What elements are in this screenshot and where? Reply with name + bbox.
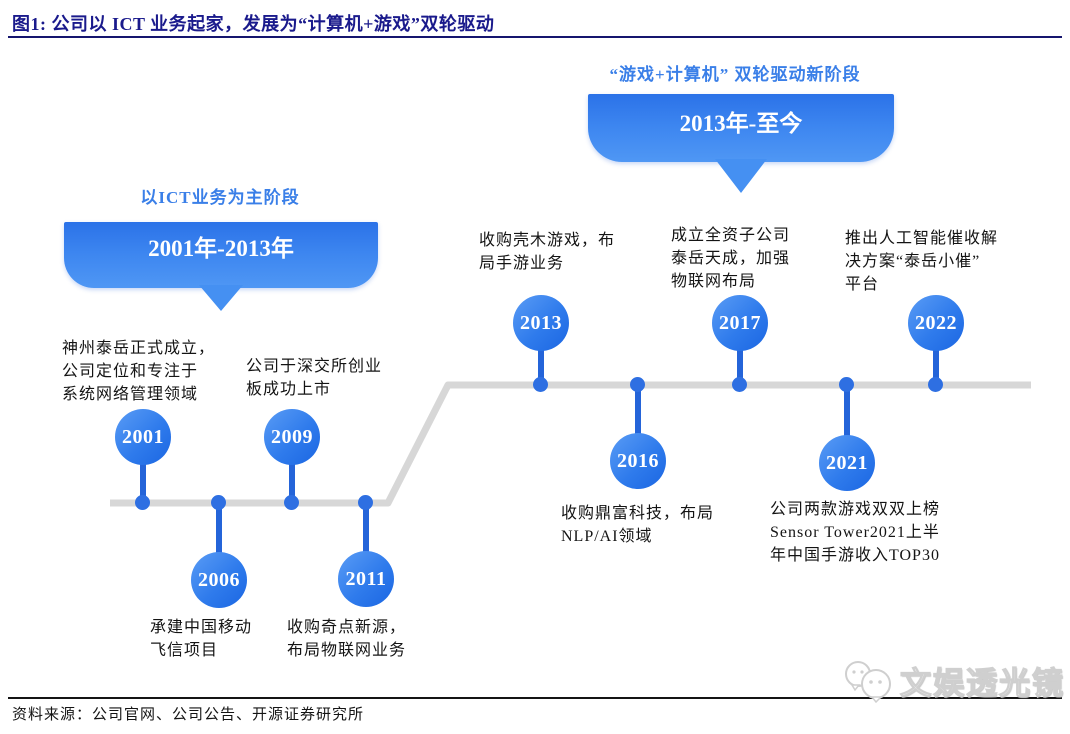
year-label: 2016 xyxy=(617,449,659,472)
wechat-bubbles-icon xyxy=(845,660,891,703)
event-desc-2001: 神州泰岳正式成立， 公司定位和专注于 系统网络管理领域 xyxy=(62,340,216,403)
event-desc-2021: 公司两款游戏双双上榜 Sensor Tower2021上半 年中国手游收入TOP… xyxy=(770,501,941,564)
event-desc-2022: 推出人工智能催收解 决方案“泰岳小催” 平台 xyxy=(845,230,999,293)
year-label: 2021 xyxy=(826,451,868,474)
node-stem xyxy=(289,450,295,505)
track-dot-2022 xyxy=(928,377,943,392)
node-stem xyxy=(933,336,939,386)
phase2-range: 2013年-至今 xyxy=(679,111,803,136)
phase1-label: 以ICT业务为主阶段 xyxy=(140,188,300,207)
node-stem xyxy=(538,336,544,386)
year-node-2013: 2013 xyxy=(513,295,569,351)
banner-tail xyxy=(199,285,243,311)
event-desc-2016: 收购鼎富科技，布局 NLP/AI领域 xyxy=(561,505,715,545)
phase1-banner: 2001年-2013年 xyxy=(64,222,378,311)
event-desc-2013: 收购壳木游戏，布 局手游业务 xyxy=(479,232,616,272)
year-node-2006: 2006 xyxy=(191,552,247,608)
track-dot-2021 xyxy=(839,377,854,392)
event-desc-2017: 成立全资子公司 泰岳天成，加强 物联网布局 xyxy=(671,227,791,290)
phase2-banner: 2013年-至今 xyxy=(588,94,894,193)
event-desc-2011: 收购奇点新源， 布局物联网业务 xyxy=(287,619,407,659)
track-dot-2016 xyxy=(630,377,645,392)
node-stem xyxy=(216,503,222,558)
track-dot-2017 xyxy=(732,377,747,392)
phase2-label: “游戏+计算机” 双轮驱动新阶段 xyxy=(609,65,861,84)
event-desc-2009: 公司于深交所创业 板成功上市 xyxy=(246,358,383,398)
track-dot-2009 xyxy=(284,495,299,510)
node-stem xyxy=(737,336,743,386)
year-node-2001: 2001 xyxy=(115,409,171,465)
year-label: 2022 xyxy=(915,311,957,334)
year-node-2011: 2011 xyxy=(338,551,394,607)
node-stem xyxy=(363,503,369,557)
track-dot-2013 xyxy=(533,377,548,392)
node-stem xyxy=(844,385,850,439)
year-node-2017: 2017 xyxy=(712,295,768,351)
node-stem xyxy=(140,450,146,505)
node-stem xyxy=(635,385,641,437)
year-label: 2013 xyxy=(520,311,562,334)
track-dot-2001 xyxy=(135,495,150,510)
track-dot-2011 xyxy=(358,495,373,510)
figure-title: 图1: 公司以 ICT 业务起家，发展为“计算机+游戏”双轮驱动 xyxy=(12,14,495,34)
phase1-range: 2001年-2013年 xyxy=(148,236,294,261)
track-dot-2006 xyxy=(211,495,226,510)
source-note: 资料来源：公司官网、公司公告、开源证券研究所 xyxy=(12,707,365,723)
event-desc-2006: 承建中国移动 飞信项目 xyxy=(150,619,253,659)
banner-tail xyxy=(715,159,767,193)
watermark-text: 文娱透光镜 xyxy=(899,665,1065,701)
title-divider xyxy=(8,36,1062,38)
year-label: 2009 xyxy=(271,425,313,448)
year-node-2022: 2022 xyxy=(908,295,964,351)
year-node-2016: 2016 xyxy=(610,433,666,489)
year-label: 2001 xyxy=(122,425,164,448)
footer-divider xyxy=(8,697,1062,699)
year-label: 2011 xyxy=(345,567,387,590)
year-node-2021: 2021 xyxy=(819,435,875,491)
year-node-2009: 2009 xyxy=(264,409,320,465)
year-label: 2017 xyxy=(719,311,761,334)
year-label: 2006 xyxy=(198,568,240,591)
watermark-logo: 文娱透光镜 xyxy=(842,658,1065,703)
